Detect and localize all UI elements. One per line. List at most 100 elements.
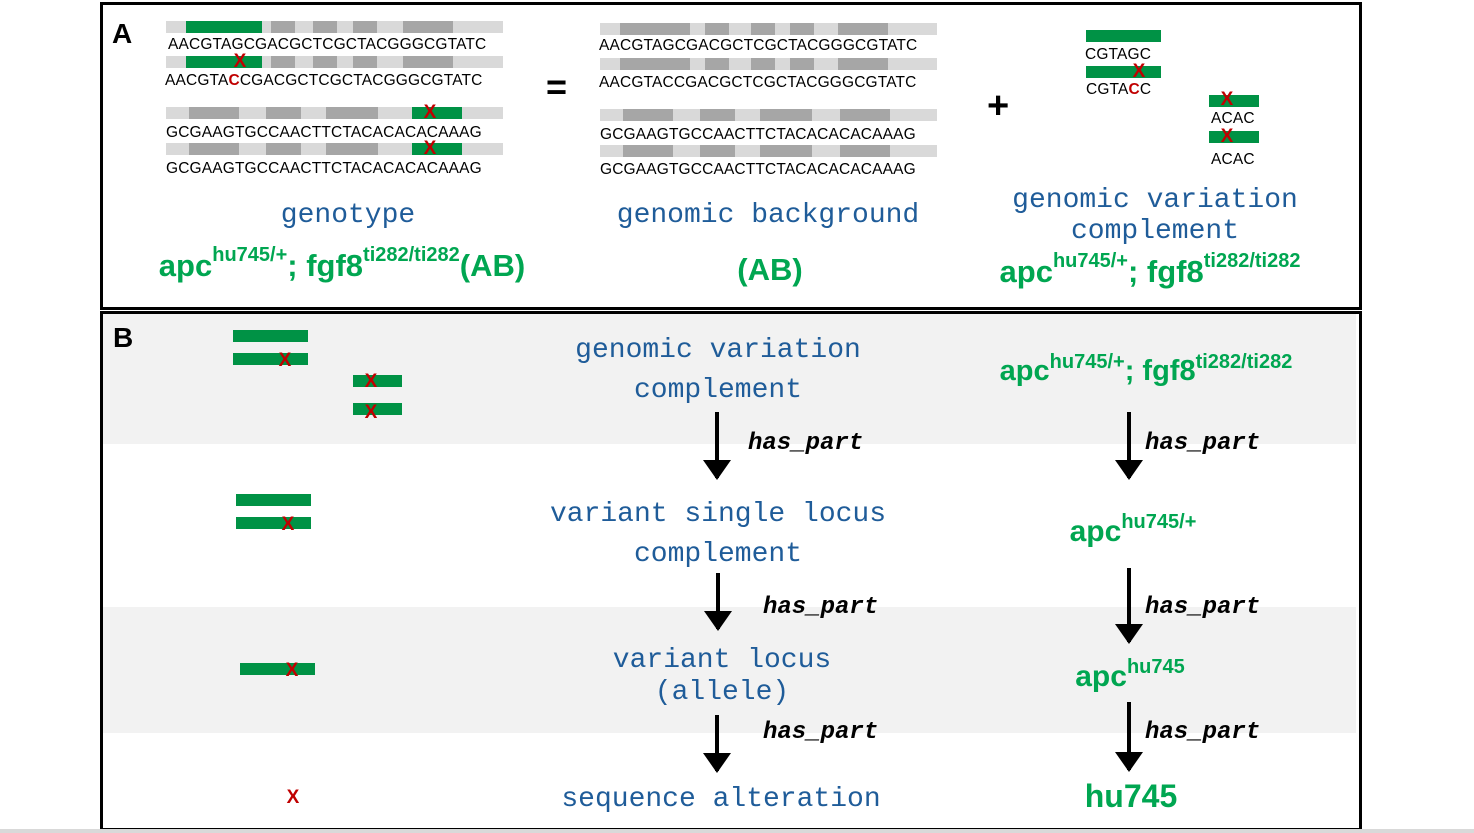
sequence-text: GCGAAGTGCCAACTTCTACACACACAAAG: [600, 126, 916, 143]
gene-segment: [326, 143, 378, 155]
variant-segment: [233, 353, 308, 365]
sequence-text: AACGTAGCGACGCTCGCTACGGGCGTATC: [168, 36, 487, 53]
has-part-label: has_part: [1145, 594, 1261, 621]
row-band: [103, 314, 1356, 444]
bottom-edge: [0, 829, 1474, 833]
mutation-mark: X: [364, 402, 378, 423]
variant-segment: [186, 56, 262, 68]
mutation-mark: X: [233, 51, 247, 72]
level-1-name: apchu745/+; fgf8ti282/ti282: [999, 351, 1293, 387]
gene-segment: [705, 58, 729, 70]
mutation-mark: X: [364, 371, 378, 392]
gene-segment: [353, 56, 377, 68]
mutation-mark: X: [285, 660, 299, 681]
sequence-text: ACAC: [1211, 110, 1255, 127]
gene-segment: [189, 107, 239, 119]
level-2-title-line2: complement: [633, 539, 803, 570]
has-part-label: has_part: [1145, 719, 1261, 746]
mutation-mark: X: [423, 138, 437, 159]
sequence-text: GCGAAGTGCCAACTTCTACACACACAAAG: [166, 160, 482, 177]
panel-a-label: A: [112, 18, 133, 49]
variant-segment: [1086, 30, 1161, 42]
variant-segment: [412, 107, 462, 119]
mutation-mark: X: [278, 350, 292, 371]
has-part-label: has_part: [748, 430, 864, 457]
gene-segment: [313, 56, 337, 68]
gene-segment: [790, 23, 814, 35]
level-3-name: apchu745: [1075, 656, 1185, 693]
gene-segment: [326, 107, 378, 119]
gene-segment: [623, 109, 673, 121]
gene-segment: [403, 21, 453, 33]
sequence-text: GCGAAGTGCCAACTTCTACACACACAAAG: [166, 124, 482, 141]
equals-sign: =: [546, 66, 568, 107]
gene-segment: [751, 23, 775, 35]
gene-segment: [189, 143, 239, 155]
gene-segment: [751, 58, 775, 70]
mutation-mark: X: [286, 787, 300, 808]
mutation-mark: X: [281, 514, 295, 535]
variant-segment: [1209, 95, 1259, 107]
gene-segment: [840, 145, 890, 157]
gene-segment: [700, 109, 735, 121]
sequence-text: CGTACC: [1086, 81, 1152, 98]
complement-title-line1: genomic variation: [1012, 185, 1298, 216]
plus-sign: +: [987, 85, 1010, 127]
background-title: genomic background: [616, 200, 920, 231]
gene-segment: [620, 23, 690, 35]
level-2-name: apchu745/+: [1069, 511, 1197, 548]
sequence-text: GCGAAGTGCCAACTTCTACACACACAAAG: [600, 161, 916, 178]
gene-segment: [700, 145, 735, 157]
gene-segment: [705, 23, 729, 35]
mutation-mark: X: [1220, 89, 1234, 110]
gene-segment: [271, 21, 295, 33]
gene-segment: [623, 145, 673, 157]
variant-segment: [236, 517, 311, 529]
level-1-title-line2: complement: [633, 375, 803, 406]
level-2-title: variant single locus: [549, 499, 887, 530]
variant-segment: [412, 143, 462, 155]
variant-segment: [240, 663, 315, 675]
has-part-arrow: [704, 573, 732, 631]
gene-segment: [266, 143, 301, 155]
gene-segment: [271, 56, 295, 68]
variant-segment: [233, 330, 308, 342]
has-part-label: has_part: [1145, 430, 1261, 457]
mutated-base: C: [1128, 81, 1140, 98]
gene-segment: [620, 58, 690, 70]
mutation-mark: X: [423, 102, 437, 123]
gene-segment: [760, 109, 812, 121]
genotype-name: apchu745/+; fgf8ti282/ti282(AB): [158, 244, 526, 283]
level-3-title: variant locus: [612, 645, 832, 676]
has-part-arrow: [1115, 568, 1143, 644]
mutation-mark: X: [1132, 61, 1146, 82]
gene-segment: [353, 21, 377, 33]
has-part-arrow: [1115, 412, 1143, 480]
has-part-arrow: [703, 715, 731, 773]
complement-name: apchu745/+; fgf8ti282/ti282: [999, 250, 1301, 289]
gene-segment: [840, 109, 890, 121]
variant-segment: [1086, 66, 1161, 78]
level-1-title: genomic variation: [575, 335, 861, 366]
mutation-mark: X: [1220, 126, 1234, 147]
level-4-title: sequence alteration: [561, 784, 881, 815]
level-3-title-line2: (allele): [654, 677, 790, 708]
variant-segment: [353, 403, 402, 415]
mutated-base: C: [228, 72, 240, 89]
sequence-text: ACAC: [1211, 151, 1255, 168]
variant-segment: [1209, 131, 1259, 143]
has-part-label: has_part: [763, 594, 879, 621]
variant-segment: [236, 494, 311, 506]
gene-segment: [838, 58, 888, 70]
variant-segment: [353, 375, 402, 387]
sequence-text: AACGTAGCGACGCTCGCTACGGGCGTATC: [599, 37, 918, 54]
background-name: (AB): [737, 252, 803, 287]
has-part-label: has_part: [763, 719, 879, 746]
variant-segment: [186, 21, 262, 33]
gene-segment: [790, 58, 814, 70]
gene-segment: [838, 23, 888, 35]
genotype-title: genotype: [280, 200, 416, 231]
complement-title-line2: complement: [1070, 216, 1240, 247]
has-part-arrow: [1115, 702, 1143, 772]
gene-segment: [313, 21, 337, 33]
